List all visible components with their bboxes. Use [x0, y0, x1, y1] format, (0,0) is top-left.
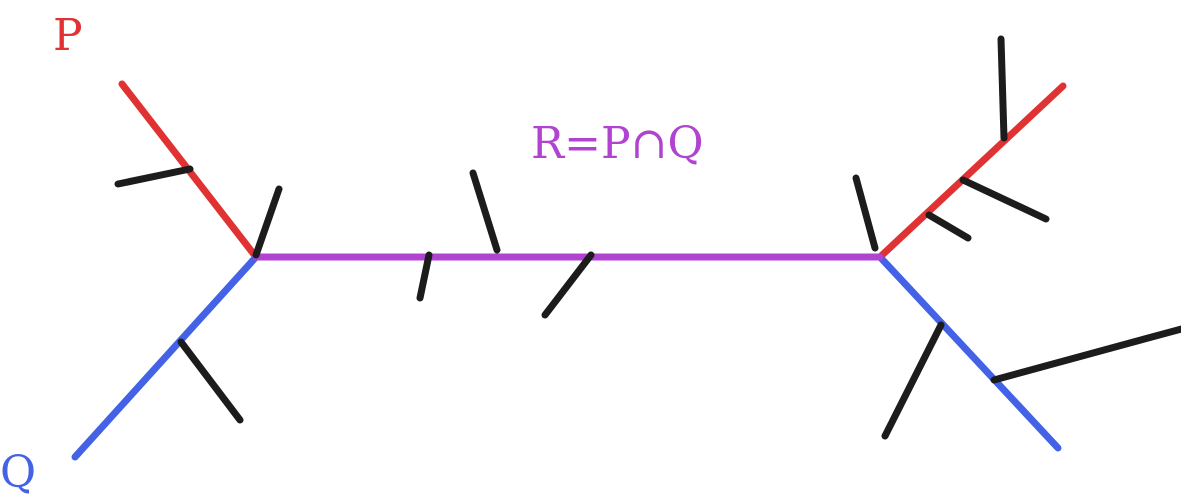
- branch: [990, 325, 1181, 384]
- branch: [959, 176, 1050, 223]
- q-right-edge: [876, 253, 1062, 452]
- p-right-edge: [876, 82, 1067, 261]
- label-r: R=P∩Q: [531, 118, 704, 169]
- branch: [852, 174, 879, 252]
- side-branches: [114, 35, 1181, 440]
- q-left-edge: [71, 253, 260, 461]
- branch: [114, 165, 194, 188]
- branch: [925, 211, 972, 242]
- label-p: P: [53, 10, 83, 61]
- path-q: [71, 253, 1062, 461]
- branch: [881, 321, 945, 440]
- label-q: Q: [0, 447, 36, 498]
- branch: [416, 251, 433, 302]
- branch: [469, 169, 501, 254]
- branch: [252, 185, 283, 259]
- branch: [177, 338, 244, 424]
- branch: [541, 251, 595, 319]
- branch: [997, 35, 1008, 142]
